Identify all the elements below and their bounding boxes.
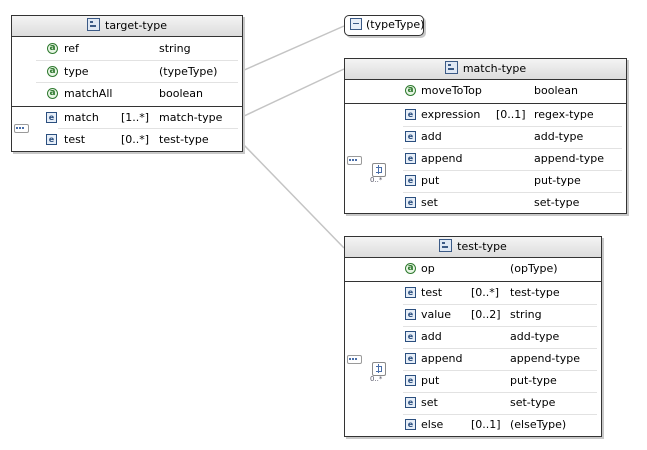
match-type-title: match-type bbox=[462, 62, 527, 75]
attribute-icon: a bbox=[405, 85, 416, 96]
element-name: put bbox=[421, 374, 440, 387]
attribute-icon: a bbox=[47, 88, 58, 99]
element-type: set-type bbox=[534, 196, 580, 209]
sequence-icon bbox=[347, 355, 362, 364]
element-icon: e bbox=[46, 112, 57, 123]
element-occurrence: [0..1] bbox=[471, 418, 501, 431]
element-icon: e bbox=[405, 175, 416, 186]
test-type-title: test-type bbox=[457, 240, 507, 253]
connector-test-to-test-type bbox=[241, 142, 345, 249]
element-name: put bbox=[421, 174, 440, 187]
simple-type-icon bbox=[350, 18, 362, 30]
match-type-box[interactable]: match-type a moveToTop boolean 0..* e ex… bbox=[344, 58, 627, 214]
element-icon: e bbox=[46, 134, 57, 145]
element-name: match bbox=[64, 111, 99, 124]
match-type-header: match-type bbox=[345, 59, 626, 80]
sequence-icon bbox=[14, 124, 29, 133]
element-name: set bbox=[421, 196, 438, 209]
element-icon: e bbox=[405, 197, 416, 208]
target-type-box[interactable]: target-type a ref string a type (typeTyp… bbox=[11, 15, 243, 152]
element-occurrence: [0..*] bbox=[471, 286, 500, 299]
element-type: append-type bbox=[534, 152, 604, 165]
element-type: (elseType) bbox=[510, 418, 567, 431]
element-icon: e bbox=[405, 287, 416, 298]
choice-occurrence: 0..* bbox=[370, 375, 383, 383]
element-icon: e bbox=[405, 109, 416, 120]
element-type: append-type bbox=[510, 352, 580, 365]
element-occurrence: [0..*] bbox=[121, 133, 150, 146]
element-icon: e bbox=[405, 397, 416, 408]
attribute-type: string bbox=[159, 42, 191, 55]
test-type-box[interactable]: test-type a op (opType) 0..* e test [0..… bbox=[344, 236, 602, 437]
element-type: put-type bbox=[510, 374, 557, 387]
element-icon: e bbox=[405, 309, 416, 320]
choice-icon bbox=[372, 362, 386, 376]
typeType-box[interactable]: (typeType) bbox=[344, 15, 424, 36]
attribute-type: (typeType) bbox=[159, 65, 218, 78]
element-type: regex-type bbox=[534, 108, 594, 121]
element-name: test bbox=[64, 133, 86, 146]
element-icon: e bbox=[405, 353, 416, 364]
sequence-icon bbox=[347, 156, 362, 165]
element-type: match-type bbox=[159, 111, 223, 124]
element-name: append bbox=[421, 352, 463, 365]
target-type-header: target-type bbox=[12, 16, 242, 37]
element-icon: e bbox=[405, 153, 416, 164]
element-type: test-type bbox=[159, 133, 209, 146]
choice-icon bbox=[372, 163, 386, 177]
complex-type-icon bbox=[439, 239, 453, 252]
element-name: expression bbox=[421, 108, 481, 121]
choice-occurrence: 0..* bbox=[370, 176, 383, 184]
element-name: else bbox=[421, 418, 444, 431]
complex-type-icon bbox=[87, 18, 100, 31]
element-occurrence: [0..2] bbox=[471, 308, 501, 321]
element-occurrence: [1..*] bbox=[121, 111, 150, 124]
attribute-name: matchAll bbox=[64, 87, 113, 100]
element-occurrence: [0..1] bbox=[496, 108, 526, 121]
attribute-type: (opType) bbox=[510, 262, 558, 275]
element-type: set-type bbox=[510, 396, 556, 409]
element-icon: e bbox=[405, 375, 416, 386]
attribute-icon: a bbox=[47, 66, 58, 77]
element-type: put-type bbox=[534, 174, 581, 187]
attribute-name: type bbox=[64, 65, 89, 78]
attribute-name: ref bbox=[64, 42, 79, 55]
attribute-icon: a bbox=[405, 263, 416, 274]
attribute-type: boolean bbox=[159, 87, 203, 100]
test-type-header: test-type bbox=[345, 237, 601, 258]
element-name: append bbox=[421, 152, 463, 165]
attribute-icon: a bbox=[47, 43, 58, 54]
element-type: add-type bbox=[510, 330, 560, 343]
element-icon: e bbox=[405, 131, 416, 142]
element-name: set bbox=[421, 396, 438, 409]
attribute-type: boolean bbox=[534, 84, 578, 97]
element-name: add bbox=[421, 330, 442, 343]
attribute-name: op bbox=[421, 262, 435, 275]
attribute-name: moveToTop bbox=[421, 84, 482, 97]
typeType-label: (typeType) bbox=[366, 18, 425, 31]
element-icon: e bbox=[405, 331, 416, 342]
element-type: test-type bbox=[510, 286, 560, 299]
element-type: add-type bbox=[534, 130, 584, 143]
element-name: add bbox=[421, 130, 442, 143]
element-name: test bbox=[421, 286, 443, 299]
target-type-title: target-type bbox=[105, 19, 167, 32]
element-type: string bbox=[510, 308, 542, 321]
connector-match-to-match-type bbox=[241, 68, 345, 118]
element-name: value bbox=[421, 308, 452, 321]
connector-type-to-typeType bbox=[241, 25, 345, 72]
complex-type-icon bbox=[444, 61, 458, 74]
element-icon: e bbox=[405, 419, 416, 430]
